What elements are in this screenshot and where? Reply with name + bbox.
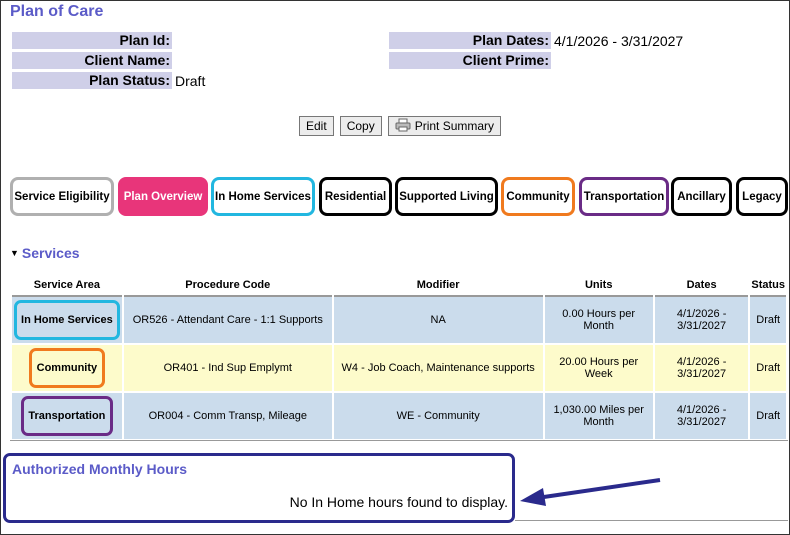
- tab-service-eligibility[interactable]: Service Eligibility: [10, 177, 114, 216]
- status-cell: Draft: [750, 297, 786, 345]
- modifier-cell: NA: [333, 297, 543, 345]
- units-cell: 20.00 Hours per Week: [544, 345, 653, 393]
- dates-cell: 4/1/2026 - 3/31/2027: [654, 297, 749, 345]
- col-dates: Dates: [654, 275, 749, 297]
- authorized-hours-panel: Authorized Monthly Hours No In Home hour…: [3, 453, 515, 523]
- print-summary-label: Print Summary: [414, 119, 495, 133]
- plan-id-label: Plan Id:: [12, 32, 172, 49]
- col-status: Status: [750, 275, 786, 297]
- status-cell: Draft: [750, 345, 786, 393]
- divider: [10, 440, 788, 441]
- dates-cell: 4/1/2026 - 3/31/2027: [654, 345, 749, 393]
- printer-icon: [395, 118, 411, 135]
- status-cell: Draft: [750, 393, 786, 441]
- units-cell: 0.00 Hours per Month: [544, 297, 653, 345]
- procedure-code-cell: OR004 - Comm Transp, Mileage: [123, 393, 332, 441]
- procedure-code-cell: OR526 - Attendant Care - 1:1 Supports: [123, 297, 332, 345]
- table-row[interactable]: Transportation OR004 - Comm Transp, Mile…: [12, 393, 786, 441]
- client-prime-label: Client Prime:: [389, 52, 551, 69]
- service-area-pill: Community: [28, 348, 105, 388]
- plan-id-row: Plan Id:: [12, 32, 175, 49]
- authorized-hours-title: Authorized Monthly Hours: [12, 461, 187, 477]
- copy-button[interactable]: Copy: [339, 116, 382, 136]
- tab-legacy[interactable]: Legacy: [736, 177, 788, 216]
- collapse-triangle-icon: ▼: [10, 248, 19, 258]
- plan-dates-label: Plan Dates:: [389, 32, 551, 49]
- plan-status-value: Draft: [175, 72, 206, 89]
- procedure-code-cell: OR401 - Ind Sup Emplymt: [123, 345, 332, 393]
- modifier-cell: WE - Community: [333, 393, 543, 441]
- client-prime-row: Client Prime:: [389, 52, 554, 69]
- plan-dates-value: 4/1/2026 - 3/31/2027: [554, 32, 684, 49]
- col-modifier: Modifier: [333, 275, 543, 297]
- service-area-cell: Transportation: [12, 393, 122, 441]
- service-area-pill: Transportation: [20, 396, 113, 436]
- tab-residential[interactable]: Residential: [319, 177, 392, 216]
- plan-dates-row: Plan Dates: 4/1/2026 - 3/31/2027: [389, 32, 683, 49]
- tab-supported-living[interactable]: Supported Living: [395, 177, 498, 216]
- client-name-row: Client Name:: [12, 52, 175, 69]
- modifier-cell: W4 - Job Coach, Maintenance supports: [333, 345, 543, 393]
- table-row[interactable]: Community OR401 - Ind Sup Emplymt W4 - J…: [12, 345, 786, 393]
- dates-cell: 4/1/2026 - 3/31/2027: [654, 393, 749, 441]
- divider: [515, 520, 788, 521]
- service-area-pill: In Home Services: [13, 300, 120, 340]
- service-area-cell: Community: [12, 345, 122, 393]
- tab-community[interactable]: Community: [501, 177, 575, 216]
- edit-button[interactable]: Edit: [299, 116, 334, 136]
- tab-plan-overview[interactable]: Plan Overview: [118, 177, 208, 216]
- units-cell: 1,030.00 Miles per Month: [544, 393, 653, 441]
- tab-ancillary[interactable]: Ancillary: [671, 177, 732, 216]
- plan-status-label: Plan Status:: [12, 72, 172, 89]
- tab-transportation[interactable]: Transportation: [579, 177, 669, 216]
- col-service-area: Service Area: [12, 275, 122, 297]
- services-header-row: Service Area Procedure Code Modifier Uni…: [12, 275, 786, 297]
- table-row[interactable]: In Home Services OR526 - Attendant Care …: [12, 297, 786, 345]
- action-buttons: Edit Copy Print Summary: [299, 116, 502, 136]
- page-title: Plan of Care: [10, 3, 104, 20]
- service-area-cell: In Home Services: [12, 297, 122, 345]
- no-hours-message: No In Home hours found to display.: [289, 494, 508, 510]
- col-procedure-code: Procedure Code: [123, 275, 332, 297]
- services-table: Service Area Procedure Code Modifier Uni…: [10, 275, 788, 441]
- client-name-label: Client Name:: [12, 52, 172, 69]
- print-summary-button[interactable]: Print Summary: [387, 116, 502, 136]
- callout-arrow-icon: [520, 478, 661, 506]
- col-units: Units: [544, 275, 653, 297]
- services-section-title[interactable]: ▼Services: [10, 245, 80, 261]
- plan-status-row: Plan Status: Draft: [12, 72, 205, 89]
- services-title-text: Services: [21, 245, 80, 261]
- tab-in-home-services[interactable]: In Home Services: [211, 177, 315, 216]
